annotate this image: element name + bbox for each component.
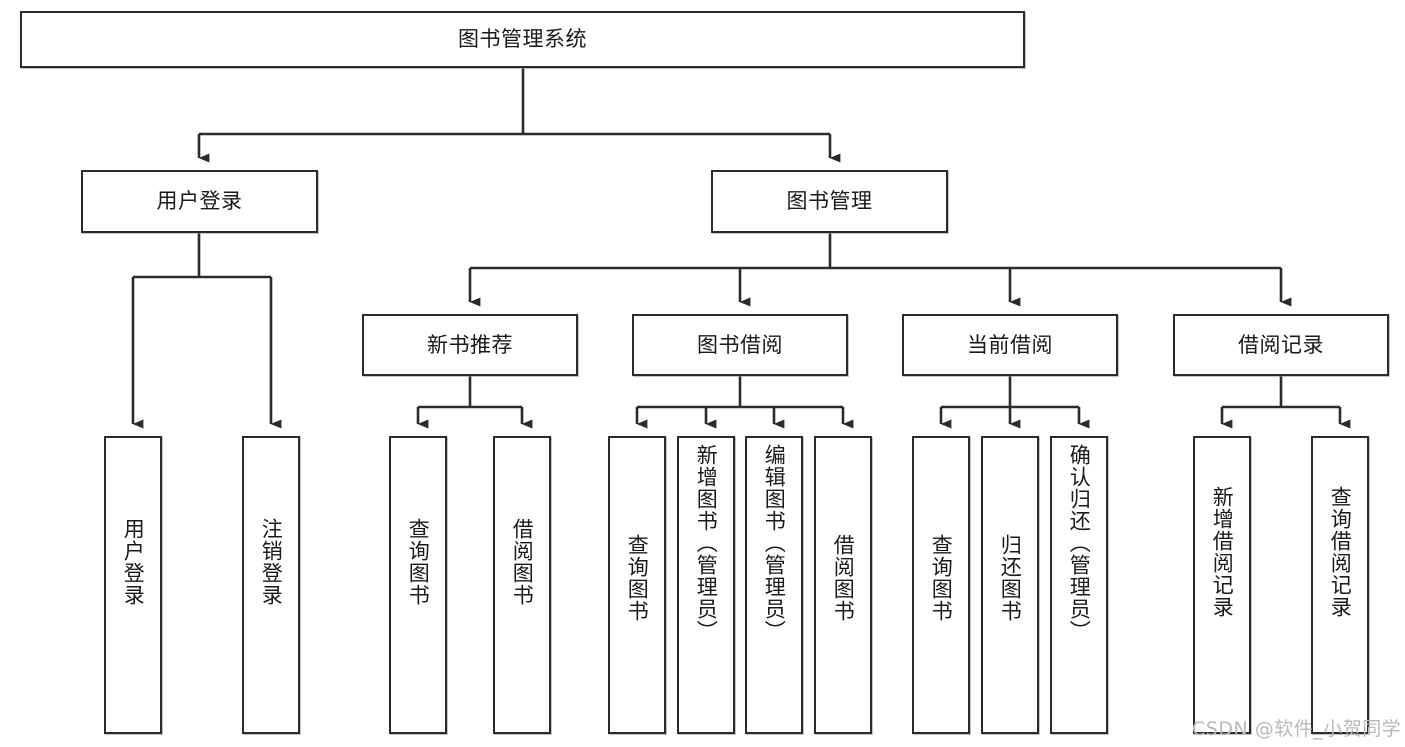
node-borrow-record[interactable]: 借阅记录 [1173, 314, 1389, 376]
node-book-manage[interactable]: 图书管理 [711, 170, 948, 233]
node-leaf-borrow-book-2-label: 借阅图书 [831, 534, 856, 622]
node-leaf-return-book-label: 归还图书 [998, 534, 1023, 622]
node-book-manage-label: 图书管理 [786, 189, 873, 214]
node-user-login-label: 用户登录 [156, 189, 243, 214]
node-leaf-query-record-label: 查询借阅记录 [1328, 486, 1353, 618]
node-leaf-user-login-label: 用户登录 [121, 518, 146, 606]
node-root[interactable]: 图书管理系统 [20, 11, 1025, 68]
node-new-book-recommend-label: 新书推荐 [427, 332, 513, 357]
node-leaf-query-book-2-label: 查询图书 [625, 534, 650, 622]
node-leaf-borrow-book-2[interactable]: 借阅图书 [814, 436, 872, 734]
node-leaf-query-book-1-label: 查询图书 [406, 518, 431, 606]
node-book-borrow[interactable]: 图书借阅 [632, 314, 848, 376]
node-leaf-confirm-return[interactable]: 确认归还（管理员） [1050, 436, 1108, 734]
node-user-login[interactable]: 用户登录 [81, 170, 318, 233]
node-leaf-user-logout-label: 注销登录 [259, 518, 284, 606]
node-leaf-query-book-1[interactable]: 查询图书 [389, 436, 447, 734]
node-leaf-confirm-return-label: 确认归还（管理员） [1067, 444, 1092, 642]
node-leaf-query-record[interactable]: 查询借阅记录 [1311, 436, 1369, 734]
node-leaf-add-record[interactable]: 新增借阅记录 [1193, 436, 1251, 734]
node-root-label: 图书管理系统 [458, 27, 587, 52]
watermark: CSDN @软件_小贺同学 [1192, 718, 1402, 740]
node-leaf-borrow-book-1-label: 借阅图书 [510, 518, 535, 606]
node-current-borrow[interactable]: 当前借阅 [902, 314, 1118, 376]
node-leaf-borrow-book-1[interactable]: 借阅图书 [493, 436, 551, 734]
node-leaf-edit-book-label: 编辑图书（管理员） [762, 444, 787, 642]
node-leaf-add-record-label: 新增借阅记录 [1210, 486, 1235, 618]
node-leaf-return-book[interactable]: 归还图书 [981, 436, 1039, 734]
node-current-borrow-label: 当前借阅 [967, 332, 1053, 357]
node-leaf-user-logout[interactable]: 注销登录 [242, 436, 300, 734]
node-new-book-recommend[interactable]: 新书推荐 [362, 314, 578, 376]
node-leaf-query-book-3-label: 查询图书 [929, 534, 954, 622]
node-book-borrow-label: 图书借阅 [697, 332, 783, 357]
node-leaf-query-book-3[interactable]: 查询图书 [912, 436, 970, 734]
node-leaf-add-book[interactable]: 新增图书（管理员） [677, 436, 735, 734]
node-borrow-record-label: 借阅记录 [1238, 332, 1324, 357]
node-leaf-user-login[interactable]: 用户登录 [104, 436, 162, 734]
node-leaf-add-book-label: 新增图书（管理员） [694, 444, 719, 642]
node-leaf-edit-book[interactable]: 编辑图书（管理员） [745, 436, 803, 734]
node-leaf-query-book-2[interactable]: 查询图书 [608, 436, 666, 734]
